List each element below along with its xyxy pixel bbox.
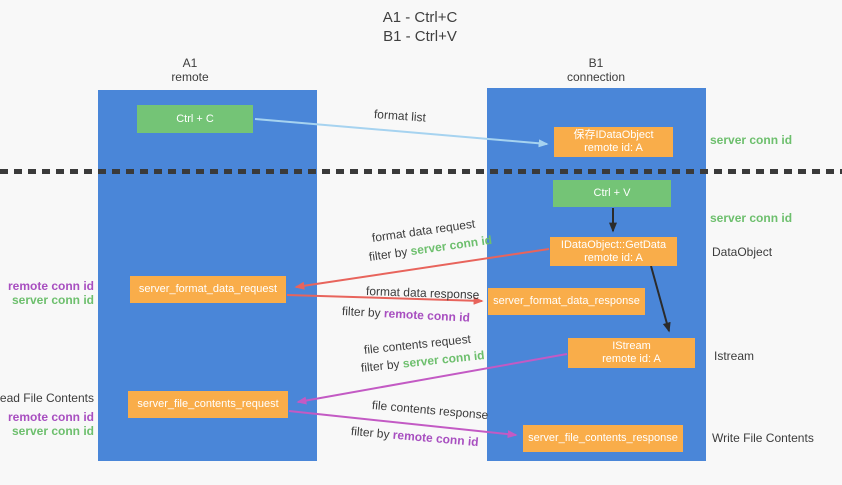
side-label-remote-conn-id-2: remote conn id: [7, 410, 94, 424]
node-server-format-data-request-label: server_format_data_request: [138, 283, 278, 295]
node-istream-line1: IStream: [612, 340, 651, 352]
side-label-remote-conn-id-1: remote conn id: [7, 279, 94, 293]
remote-conn-id-keyword: remote conn id: [392, 427, 480, 450]
edge-label-format-data-response: format data response: [365, 284, 480, 302]
diagram-title: A1 - Ctrl+C B1 - Ctrl+V: [320, 8, 520, 46]
node-ctrl-v-label: Ctrl + V: [593, 187, 631, 199]
lane-a1-name: A1: [182, 56, 198, 70]
node-save-idataobject: 保存IDataObject remote id: A: [554, 127, 673, 157]
filter-by-text: filter by: [368, 244, 409, 264]
lane-header-a1: A1 remote: [130, 56, 250, 84]
node-server-file-contents-response: server_file_contents_response: [523, 425, 683, 452]
node-istream-line2: remote id: A: [602, 353, 661, 365]
node-server-format-data-response: server_format_data_response: [488, 288, 645, 315]
node-server-file-contents-request-label: server_file_contents_request: [137, 398, 279, 410]
node-getdata-line1: IDataObject::GetData: [560, 238, 667, 251]
dotted-separator: [0, 169, 842, 174]
node-ctrl-c-label: Ctrl + C: [176, 112, 214, 125]
side-label-server-conn-id-1: server conn id: [11, 293, 94, 307]
filter-by-text: filter by: [350, 424, 391, 442]
edge-label-format-list: format list: [373, 107, 427, 125]
node-ctrl-c: Ctrl + C: [137, 105, 253, 133]
node-getdata-line2: remote id: A: [584, 251, 643, 264]
edge-label-file-contents-response: file contents response: [371, 398, 489, 423]
lane-b1-name: B1: [588, 56, 604, 70]
lane-a1-role: remote: [171, 70, 209, 84]
node-server-format-data-response-label: server_format_data_response: [493, 295, 640, 307]
filter-by-text: filter by: [360, 356, 401, 375]
lane-header-b1: B1 connection: [536, 56, 656, 84]
node-server-file-contents-request: server_file_contents_request: [128, 391, 288, 418]
side-label-read-file-contents: Read File Contents: [0, 391, 94, 405]
side-label-write-file-contents: Write File Contents: [712, 431, 814, 445]
node-server-file-contents-response-label: server_file_contents_response: [528, 432, 678, 444]
edge-label-filter-by-remote-2: filter by remote conn id: [350, 424, 479, 449]
lane-b1-role: connection: [566, 70, 626, 84]
side-label-istream: Istream: [714, 349, 755, 363]
node-istream: IStream remote id: A: [568, 338, 695, 368]
remote-conn-id-keyword: remote conn id: [383, 306, 471, 325]
title-line-2: B1 - Ctrl+V: [383, 28, 457, 45]
node-ctrl-v: Ctrl + V: [553, 180, 671, 207]
side-label-server-conn-id-2: server conn id: [11, 424, 94, 438]
node-save-idataobject-line1: 保存IDataObject: [573, 129, 654, 141]
node-idataobject-getdata: IDataObject::GetData remote id: A: [550, 237, 677, 266]
node-server-format-data-request: server_format_data_request: [130, 276, 286, 303]
edge-label-filter-by-remote-1: filter by remote conn id: [342, 304, 471, 325]
node-save-idataobject-line2: remote id: A: [584, 142, 643, 154]
side-label-server-conn-id-mid: server conn id: [710, 211, 793, 225]
side-label-dataobject: DataObject: [712, 245, 773, 259]
filter-by-text: filter by: [341, 304, 382, 321]
title-line-1: A1 - Ctrl+C: [382, 9, 458, 26]
side-label-server-conn-id-top: server conn id: [710, 133, 793, 147]
